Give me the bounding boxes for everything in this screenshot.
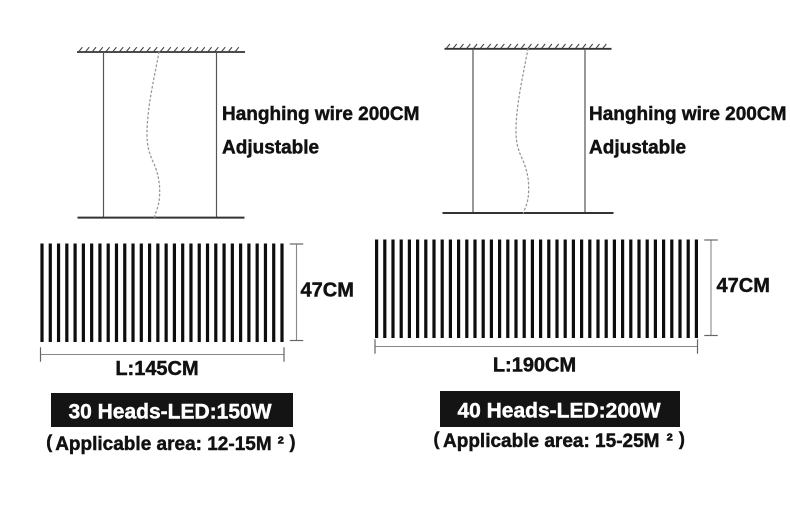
svg-text:Hanghing wire 200CM: Hanghing wire 200CM	[589, 104, 786, 125]
svg-text:Hanghing wire 200CM: Hanghing wire 200CM	[222, 104, 419, 125]
svg-text:47CM: 47CM	[301, 280, 354, 302]
svg-text:L:145CM: L:145CM	[115, 358, 198, 380]
svg-text:Adjustable: Adjustable	[589, 138, 686, 159]
svg-text:30 Heads-LED:150W: 30 Heads-LED:150W	[68, 401, 271, 424]
svg-text:40 Heads-LED:200W: 40 Heads-LED:200W	[457, 400, 660, 423]
svg-text:Adjustable: Adjustable	[222, 138, 319, 159]
svg-text:47CM: 47CM	[717, 275, 770, 297]
svg-text:L:190CM: L:190CM	[493, 355, 576, 377]
